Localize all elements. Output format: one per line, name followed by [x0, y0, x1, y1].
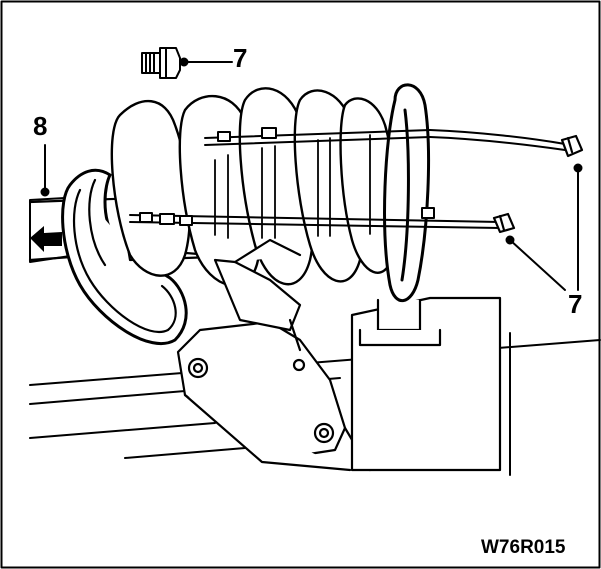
hex-bolt	[141, 47, 181, 79]
direction-arrow	[30, 226, 62, 252]
threaded-rods	[129, 127, 566, 229]
compressor-claw	[213, 238, 302, 352]
fitting-lower-right	[492, 212, 516, 234]
fitting-upper-right	[560, 134, 584, 158]
callout-8: 8	[33, 111, 48, 141]
callout-7-right: 7	[568, 289, 583, 319]
upper-spring-plate	[383, 83, 431, 303]
left-support-pillar	[176, 320, 372, 472]
lower-spring-cup	[61, 168, 188, 346]
coil-spring	[110, 87, 398, 287]
callout-7-top: 7	[233, 43, 248, 73]
figure-reference-code: W76R015	[481, 537, 566, 558]
right-support-pillar	[350, 296, 502, 472]
leader-lines	[40, 57, 583, 291]
